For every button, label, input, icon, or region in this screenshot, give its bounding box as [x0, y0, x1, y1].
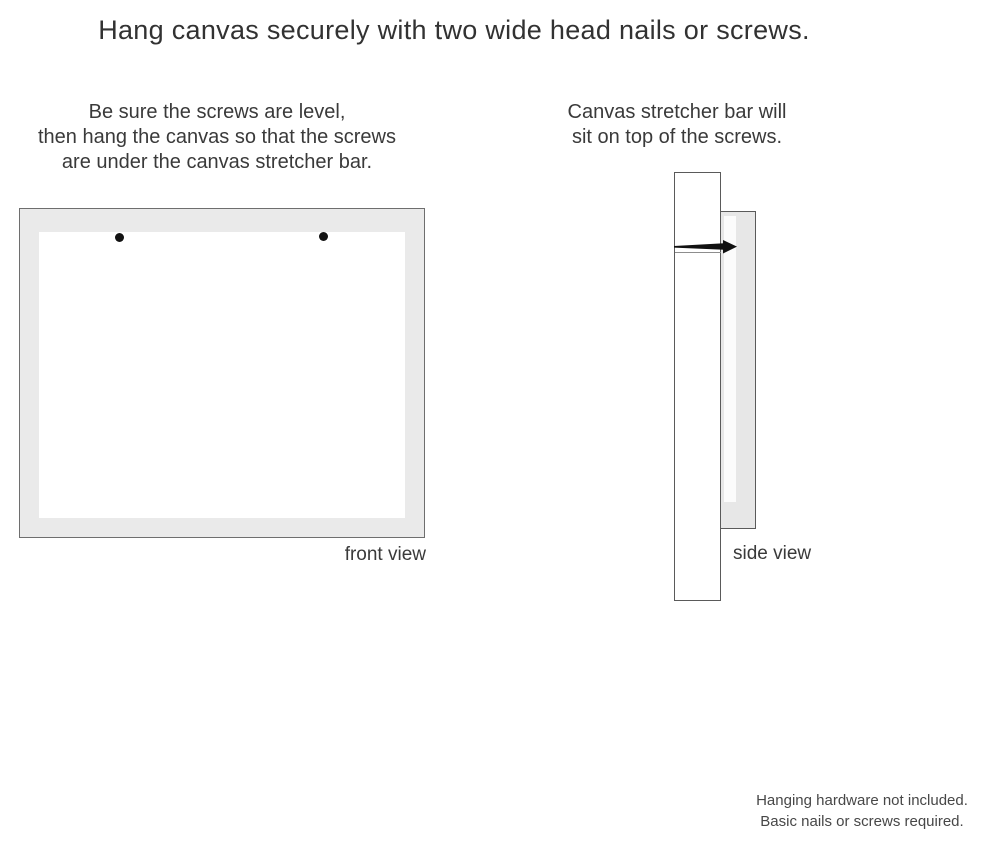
- front-instruction-line-3: are under the canvas stretcher bar.: [61, 151, 373, 173]
- front-instruction-line-2: then hang the canvas so that the screws: [38, 126, 396, 148]
- side-instruction-line-2: sit on top of the screws.: [571, 126, 783, 148]
- page-title: Hang canvas securely with two wide head …: [98, 15, 810, 45]
- footnote-line-1: Hanging hardware not included.: [756, 792, 968, 809]
- footnote-line-2: Basic nails or screws required.: [760, 813, 964, 830]
- front-instruction-line-1: Be sure the screws are level,: [88, 101, 346, 123]
- wall-bar: [674, 172, 721, 601]
- side-instruction-line-1: Canvas stretcher bar will: [567, 101, 787, 123]
- front-instruction-text: Be sure the screws are level, then hang …: [17, 100, 417, 175]
- hardware-footnote: Hanging hardware not included. Basic nai…: [730, 790, 990, 832]
- wide-head-nail-icon: [674, 240, 737, 254]
- canvas-front-face: [39, 232, 405, 518]
- nail-shadow-line: [675, 252, 721, 253]
- screw-head-dot-left-icon: [115, 233, 124, 242]
- stretcher-bar-strip: [724, 216, 736, 502]
- screw-head-dot-right-icon: [319, 232, 328, 241]
- side-view-label: side view: [733, 543, 812, 564]
- front-view-label: front view: [344, 544, 426, 565]
- side-instruction-text: Canvas stretcher bar will sit on top of …: [527, 100, 827, 150]
